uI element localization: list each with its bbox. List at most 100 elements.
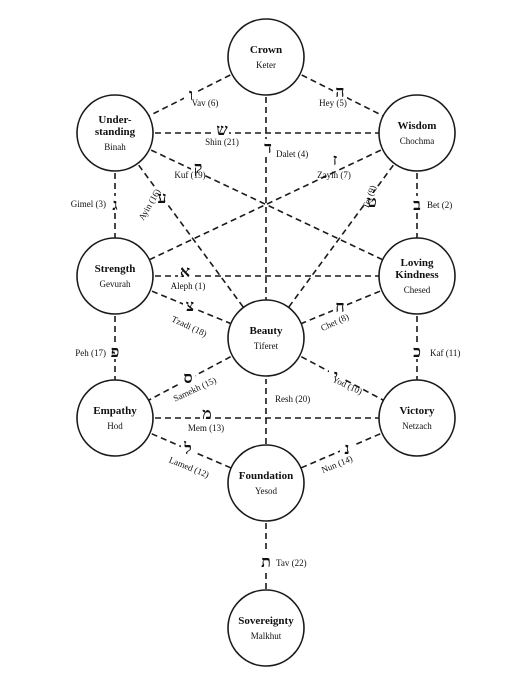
sefirah-hebrew-name: Netzach [402,421,432,431]
hebrew-letter: ו [189,85,193,104]
hebrew-letter: ד [264,138,272,157]
sefirah-name: Loving [400,257,434,269]
path-label: Hey (5) [319,98,347,108]
sefirah-hebrew-name: Yesod [255,486,278,496]
path-line-wisdom-beauty [265,132,418,339]
path-label: Kuf (19) [174,170,205,180]
letter-backing [410,343,424,359]
letter-backing [108,343,122,359]
hebrew-letter: צ [186,296,194,315]
sefirah-circle [76,94,154,172]
letter-backing [181,369,195,385]
sefirah-hebrew-name: Tiferet [254,341,279,351]
sefirah-circle [378,237,456,315]
path-label: Nun (14) [320,453,354,475]
sefirah-hebrew-name: Malkhut [251,631,282,641]
sefirah-circle [227,299,305,377]
path-label: Kaf (11) [430,348,460,358]
path-label: Tav (22) [276,558,307,568]
letter-backing [333,83,347,99]
letter-backing [261,139,275,155]
sefirah-circle [227,444,305,522]
path-label: Mem (13) [188,423,224,433]
letter-backing [178,263,192,279]
hebrew-letter: ב [413,195,421,214]
path-line-understanding-loving [114,132,418,277]
hebrew-letter: ג [112,195,117,214]
path-label: Zayin (7) [317,170,351,180]
sefirah-name: Kindness [395,269,439,281]
letter-backing [329,367,343,383]
sefirah-circle [378,94,456,172]
letter-backing [181,440,195,456]
sefirah-circle [76,379,154,457]
sefirah-hebrew-name: Hod [107,421,123,431]
sefirah-hebrew-name: Binah [104,142,126,152]
sefirah-hebrew-name: Chesed [404,285,431,295]
sefirah-name: Wisdom [398,120,437,132]
hebrew-letter: ש [216,120,228,139]
hebrew-letter: ל [183,439,191,458]
sefirah-name: Foundation [239,470,293,482]
sefirah-name: Empathy [93,405,137,417]
sefirah-name: Victory [399,405,435,417]
hebrew-letter: ת [261,552,271,571]
letter-backing [410,196,424,212]
sefirah-circle [76,237,154,315]
letter-backing [191,159,205,175]
hebrew-letter: ס [183,368,192,387]
letter-backing [215,121,229,137]
hebrew-letter: א [180,262,190,281]
hebrew-letter: פ [111,342,120,361]
path-label: Peh (17) [75,348,106,358]
hebrew-letter: מ [202,404,211,423]
path-label: Dalet (4) [276,149,308,159]
path-label: Gimel (3) [71,199,106,209]
sefirah-name: Under- [98,114,132,126]
path-label: Bet (2) [427,200,452,210]
sefirah-name: Sovereignty [238,615,294,627]
path-label: Tzadi (18) [170,314,208,339]
sefirah-hebrew-name: Chochma [400,136,435,146]
path-label: Shin (21) [205,137,239,147]
hebrew-letter: כ [413,342,421,361]
sefirah-hebrew-name: Keter [256,60,276,70]
path-label: Yod (10) [331,374,364,397]
hebrew-letter: ט [367,192,377,211]
hebrew-letter: ה [335,82,344,101]
path-line-understanding-beauty [114,132,267,339]
path-label: Lamed (12) [168,455,211,480]
sefirah-name: standing [95,126,136,138]
letter-backing [200,405,214,421]
letter-backing [183,297,197,313]
sefirah-name: Strength [95,263,136,275]
sefirah-hebrew-name: Gevurah [100,279,131,289]
path-label: Vav (6) [192,98,219,108]
sefirah-circle [378,379,456,457]
path-line-wisdom-strength [114,132,418,277]
hebrew-letter: ז [333,150,338,169]
hebrew-letter: ח [335,297,344,316]
sefirah-name: Crown [250,44,282,56]
letter-backing [155,189,169,205]
hebrew-letter: ק [194,158,203,177]
letter-backing [340,440,354,456]
letter-backing [108,196,122,212]
sefirah-circle [227,18,305,96]
letter-backing [328,151,342,167]
path-label: Aleph (1) [171,281,206,291]
hebrew-letter: נ [344,439,349,458]
hebrew-letter: י [334,366,338,385]
letter-backing [333,298,347,314]
sefirah-circle [227,589,305,667]
